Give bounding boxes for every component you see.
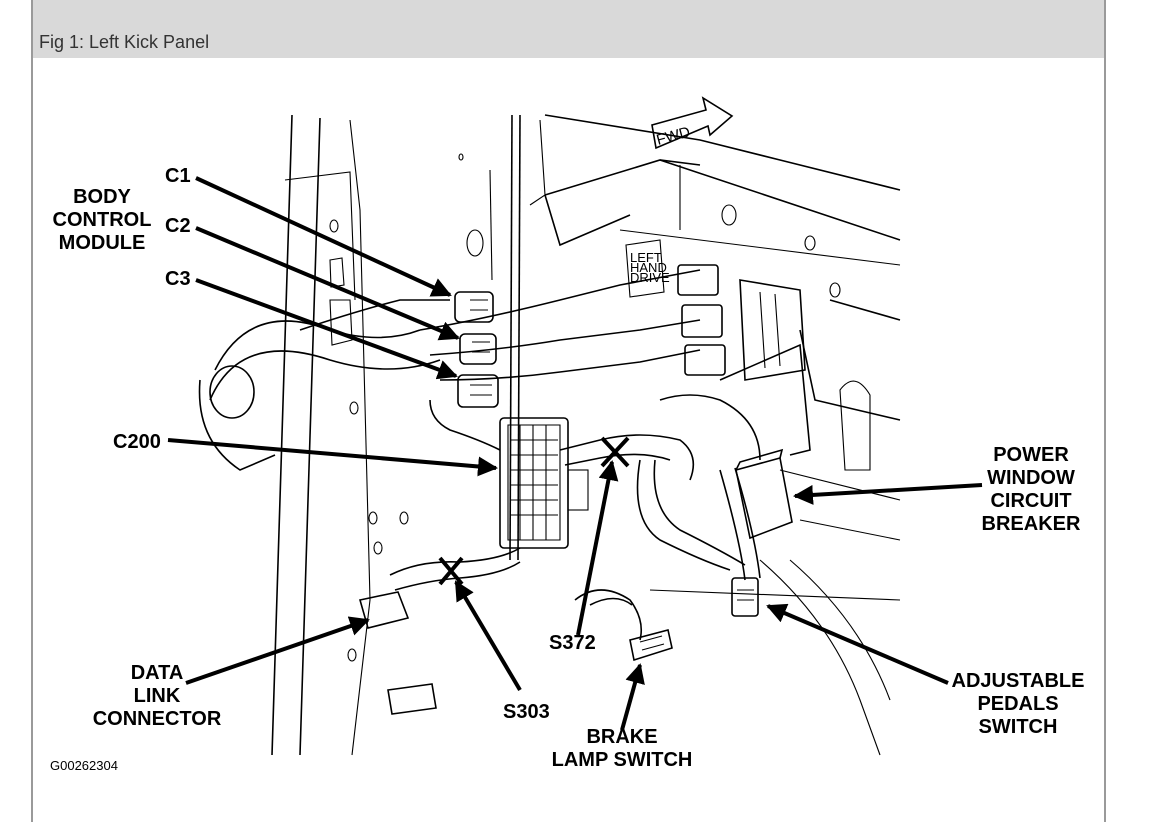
label-dlc-3: CONNECTOR: [93, 708, 222, 730]
label-bcm-1: BODY: [73, 186, 131, 208]
labels: BODY CONTROL MODULE C1 C2 C3 C200 DATA L…: [50, 165, 1084, 773]
label-pwcb-4: BREAKER: [982, 513, 1081, 535]
label-pwcb-1: POWER: [993, 444, 1069, 466]
caption-bar: Fig 1: Left Kick Panel: [33, 0, 1104, 58]
label-brake-2: LAMP SWITCH: [552, 749, 693, 771]
drive-tag-line-2: HAND: [630, 260, 667, 275]
label-c200: C200: [113, 431, 161, 453]
label-c2: C2: [165, 215, 191, 237]
label-c3: C3: [165, 268, 191, 290]
figure-caption: Fig 1: Left Kick Panel: [39, 32, 210, 52]
figure-frame: Fig 1: Left Kick Panel: [31, 0, 1106, 822]
vehicle-structure: FWD LEFT HAND DRIVE: [271, 96, 901, 756]
fwd-marker: FWD: [655, 124, 693, 149]
label-bcm-3: MODULE: [59, 232, 146, 254]
label-s303: S303: [503, 701, 550, 723]
label-brake-1: BRAKE: [586, 726, 657, 748]
wiring-harness: [198, 269, 761, 641]
label-pwcb-3: CIRCUIT: [990, 490, 1071, 512]
label-pwcb-2: WINDOW: [987, 467, 1075, 489]
drive-tag-line-1: LEFT: [630, 250, 662, 265]
label-aps-2: PEDALS: [977, 693, 1058, 715]
label-dlc-2: LINK: [134, 685, 181, 707]
label-s372: S372: [549, 632, 596, 654]
leader-lines: [167, 176, 983, 731]
label-aps-3: SWITCH: [979, 716, 1058, 738]
figure-id: G00262304: [50, 758, 118, 773]
label-bcm-2: CONTROL: [53, 209, 152, 231]
components: [358, 264, 811, 715]
label-c1: C1: [165, 165, 191, 187]
label-dlc-1: DATA: [131, 662, 184, 684]
label-aps-1: ADJUSTABLE: [952, 670, 1085, 692]
